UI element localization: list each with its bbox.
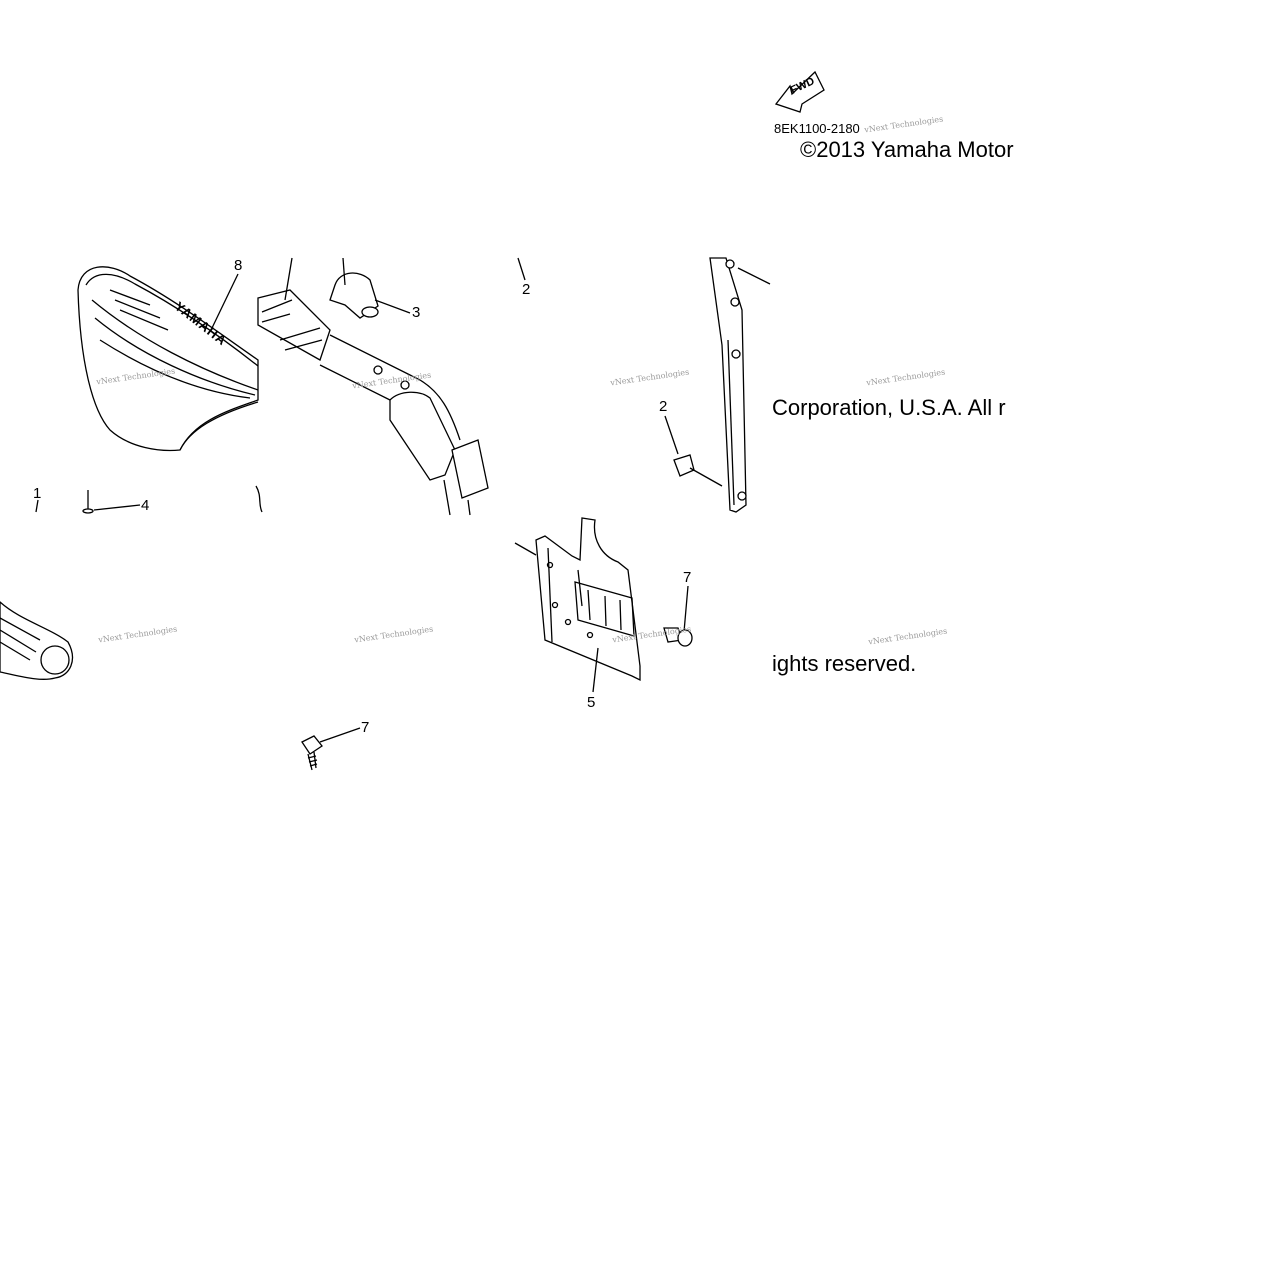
callout-7-lower: 7 [361, 719, 370, 736]
callout-7-right: 7 [683, 569, 692, 586]
bolt-7-lower-part [301, 727, 361, 771]
seat-lower-part [0, 601, 73, 680]
bolt-part [664, 415, 723, 487]
copyright-line-1: ©2013 Yamaha Motor [800, 137, 1014, 162]
callout-4: 4 [141, 497, 150, 514]
vertical-bar-part [709, 257, 771, 513]
callout-8: 8 [234, 257, 243, 274]
seat-part [77, 266, 259, 452]
bolt-7-right-part [663, 585, 693, 647]
fwd-arrow-icon [774, 70, 825, 113]
frame-tube-part [257, 257, 489, 516]
copyright-line-2: Corporation, U.S.A. All r [772, 395, 1006, 420]
pin-part [35, 485, 263, 514]
clip-part [329, 257, 379, 319]
callout-2: 2 [659, 398, 668, 415]
plate-part [514, 517, 641, 693]
callout-1: 1 [33, 485, 42, 502]
callout-2-top: 2 [522, 281, 531, 298]
part-code: 8EK1100-2180 [774, 121, 860, 136]
callout-3: 3 [412, 304, 421, 321]
copyright-line-3: ights reserved. [772, 651, 917, 676]
callout-5: 5 [587, 694, 596, 711]
